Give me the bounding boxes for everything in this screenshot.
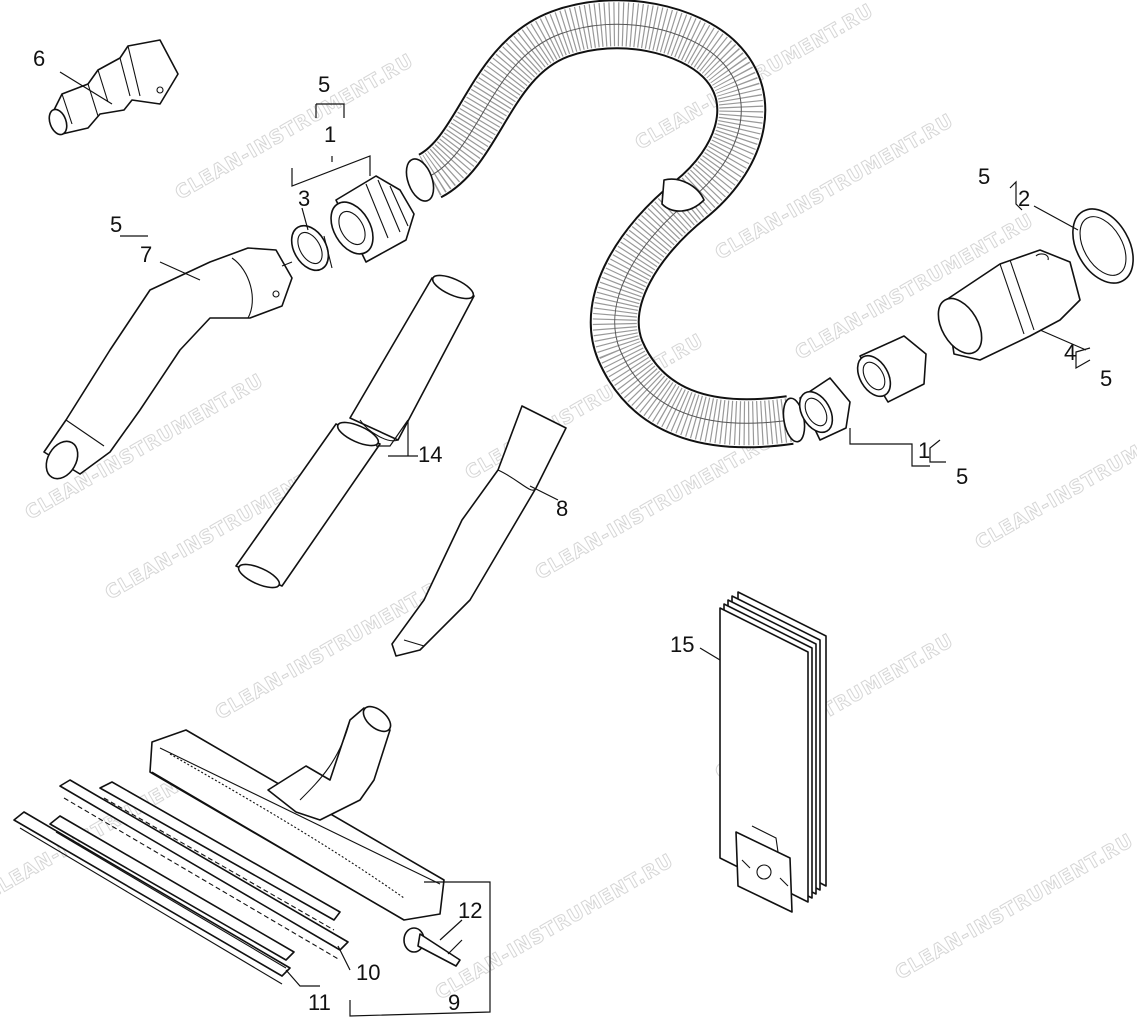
callout-3: 3 [298,186,310,211]
part-12-wheel-axle [403,927,461,967]
callout-9: 9 [448,990,460,1015]
watermark-text: CLEAN-INSTRUMENT.RU [892,830,1137,985]
callout-5: 5 [956,464,968,489]
watermark-text: CLEAN-INSTRUMENT.RU [532,430,778,585]
callout-2: 2 [1018,186,1030,211]
part-14-extension-tubes [235,274,475,589]
callout-5: 5 [1100,366,1112,391]
callout-1: 1 [324,122,336,147]
callout-11: 11 [308,990,331,1015]
part-11-rubber-strips [13,811,295,985]
callout-5: 5 [110,212,122,237]
callout-1: 1 [918,438,930,463]
part-1-swivel-coupling [330,175,415,263]
part-2-seal-ring [1072,208,1134,284]
part-3-clip-ring [281,224,333,272]
callout-6: 6 [33,46,45,71]
part-7-curved-handle [43,247,293,480]
callout-15: 15 [670,632,694,657]
callout-12: 12 [458,898,482,923]
watermark-text: CLEAN-INSTRUMENT.RU [432,850,678,1005]
callout-5: 5 [318,72,330,97]
part-10-brush-strips [59,779,349,961]
callout-7: 7 [140,242,152,267]
suction-hose [405,0,806,449]
callout-5: 5 [978,164,990,189]
watermark-text: CLEAN-INSTRUMENT.RU [972,400,1137,555]
part-8-crevice-nozzle [391,405,567,657]
callout-8: 8 [556,496,568,521]
part-15-filter-bags [719,591,827,913]
part-9-floor-nozzle [149,705,445,921]
callout-labels: 6 5 1 3 5 7 14 8 5 2 4 5 1 5 15 12 10 11… [33,46,1112,1015]
part-6-adapter [48,39,179,136]
callout-14: 14 [418,442,442,467]
callout-4: 4 [1064,340,1076,365]
part-1-coupling-right [798,335,927,441]
leader-lines [59,71,1091,1017]
callout-10: 10 [356,960,380,985]
part-4-connection-sleeve [937,249,1081,361]
